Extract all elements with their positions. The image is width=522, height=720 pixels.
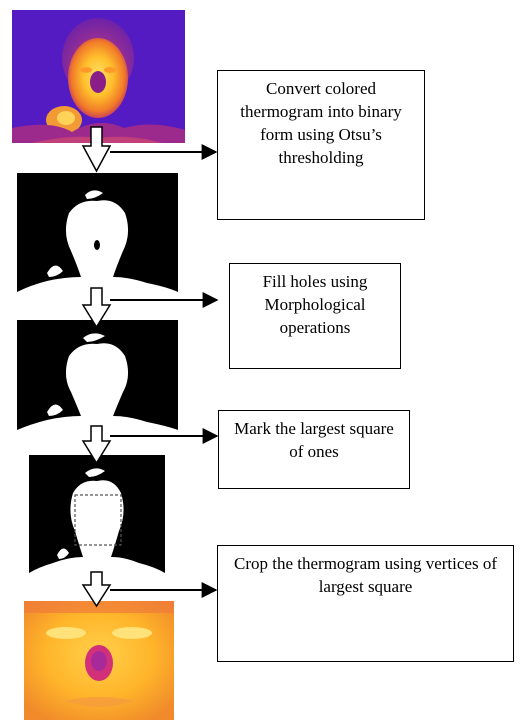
- binary-image-holes: [17, 173, 178, 292]
- step-text-otsu-threshold: Convert colored thermogram into binary f…: [240, 79, 402, 167]
- binary-image-square: [29, 455, 165, 573]
- down-arrow-2: [81, 287, 112, 329]
- down-arrow-4: [81, 571, 112, 608]
- step-box-fill-holes: Fill holes using Morphological operation…: [229, 263, 401, 369]
- largest-square-marker: [74, 494, 122, 546]
- step-text-crop: Crop the thermogram using vertices of la…: [234, 554, 497, 596]
- cropped-thermogram-image: [24, 601, 174, 720]
- down-arrow-1: [81, 126, 112, 173]
- binary-image-filled: [17, 320, 178, 430]
- step-text-fill-holes: Fill holes using Morphological operation…: [262, 272, 368, 337]
- step-box-crop: Crop the thermogram using vertices of la…: [217, 545, 514, 662]
- thermogram-image: [12, 10, 185, 143]
- step-box-otsu-threshold: Convert colored thermogram into binary f…: [217, 70, 425, 220]
- step-text-largest-square: Mark the largest square of ones: [234, 419, 394, 461]
- step-box-largest-square: Mark the largest square of ones: [218, 410, 410, 489]
- down-arrow-3: [81, 425, 112, 465]
